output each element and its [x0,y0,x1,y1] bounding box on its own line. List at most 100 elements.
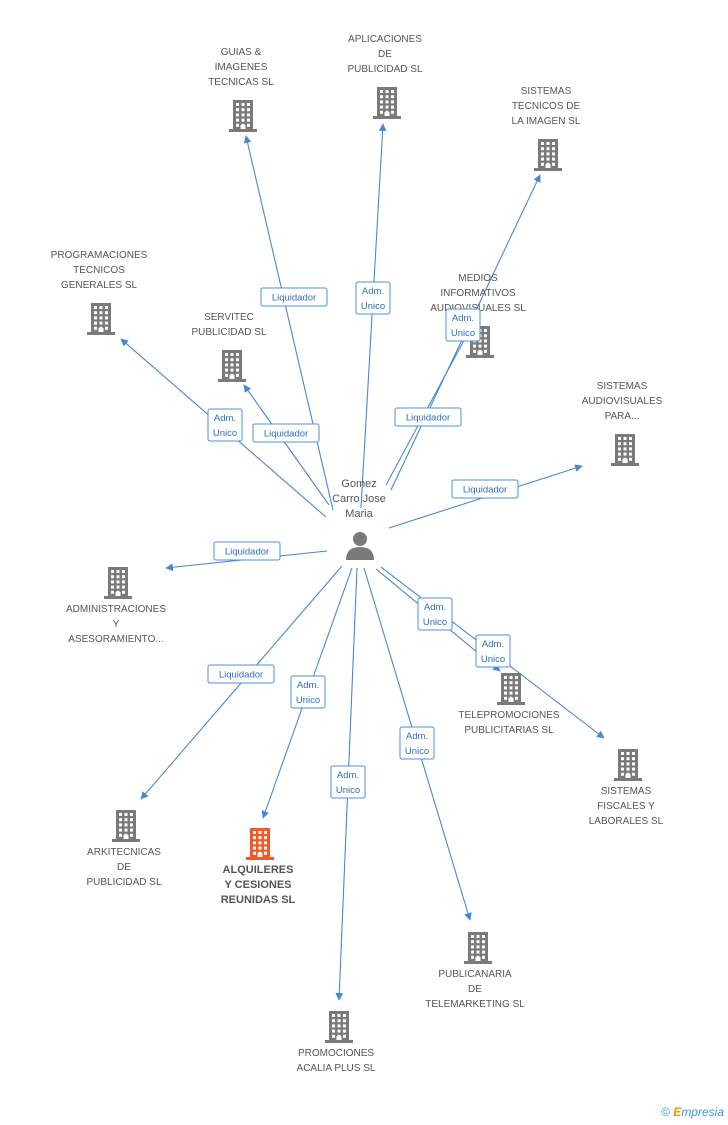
company-publicanaria-label-line[interactable]: DE [468,984,482,995]
relation-label-arkitecnicas: Liquidador [207,664,275,684]
relation-label-text: Adm. [337,770,359,781]
company-sistemas_audiovisuales-label-line[interactable]: SISTEMAS [597,381,648,392]
person-name-line[interactable]: Maria [345,508,373,520]
company-promociones-building-icon[interactable] [325,1011,353,1043]
relation-label-text: Unico [423,617,447,628]
company-sistemas_fiscales-label-line[interactable]: LABORALES SL [589,816,664,827]
company-publicanaria-label-line[interactable]: TELEMARKETING SL [425,999,525,1010]
company-sistemas_tecnicos-building-icon[interactable] [534,139,562,171]
relation-label-text: Adm. [297,680,319,691]
company-sistemas_fiscales-label-line[interactable]: FISCALES Y [597,801,655,812]
company-programaciones-label-line[interactable]: TECNICOS [73,265,125,276]
relation-label-promociones: Adm. Unico [330,765,366,799]
relation-label-alquileres: Adm. Unico [290,675,326,709]
company-arkitecnicas-building-icon[interactable] [112,810,140,842]
company-telepromociones-building-icon[interactable] [497,673,525,705]
relation-label-text: Liquidador [264,429,308,440]
relation-label-text: Adm. [362,286,384,297]
company-guias-label-line[interactable]: TECNICAS SL [208,77,274,88]
company-alquileres-label-line[interactable]: REUNIDAS SL [221,894,296,906]
company-publicanaria-label-line[interactable]: PUBLICANARIA [438,969,512,980]
company-sistemas_audiovisuales-building-icon[interactable] [611,434,639,466]
person-name-line[interactable]: Gomez [341,478,376,490]
person-name-line[interactable]: Carro Jose [332,493,386,505]
company-sistemas_tecnicos-label-line[interactable]: SISTEMAS [521,86,572,97]
company-aplicaciones-building-icon[interactable] [373,87,401,119]
relation-label-text: Liquidador [463,485,507,496]
company-arkitecnicas-label-line[interactable]: PUBLICIDAD SL [86,877,161,888]
relation-label-text: Adm. [452,313,474,324]
relation-label-text: Liquidador [225,547,269,558]
copyright-symbol: © [661,1105,670,1119]
company-administraciones-label-line[interactable]: ASESORAMIENTO... [68,634,163,645]
relation-label-text: Unico [336,785,360,796]
company-arkitecnicas-label-line[interactable]: DE [117,862,131,873]
relation-label-text: Liquidador [406,413,450,424]
relation-label-text: Unico [481,654,505,665]
company-alquileres-building-icon[interactable] [246,828,274,860]
relation-label-servitec: Liquidador [252,423,320,443]
company-alquileres-label-line[interactable]: Y CESIONES [224,879,291,891]
company-medios-label-line[interactable]: MEDIOS [458,273,498,284]
company-guias-label-line[interactable]: GUIAS & [221,47,262,58]
company-medios-label-line[interactable]: AUDIOVISUALES SL [430,303,526,314]
relation-label-telepromociones: Adm. Unico [417,597,453,631]
company-administraciones-building-icon[interactable] [104,567,132,599]
relation-label-text: Unico [296,695,320,706]
company-programaciones-building-icon[interactable] [87,303,115,335]
relation-label-text: Adm. [424,602,446,613]
person-icon[interactable] [346,532,374,560]
relation-label-text: Unico [405,746,429,757]
relation-label-publicanaria: Adm.Unico [399,726,435,760]
company-promociones-label-line[interactable]: ACALIA PLUS SL [297,1063,376,1074]
relation-label-text: Liquidador [272,293,316,304]
company-alquileres-label-line[interactable]: ALQUILERES [223,864,294,876]
relation-label-sistemas_audiovisuales: Liquidador [451,479,519,499]
footer-brand: © Empresia [661,1105,724,1119]
relation-label-text: Unico [361,301,385,312]
company-medios-label-line[interactable]: INFORMATIVOS [440,288,516,299]
company-guias-label-line[interactable]: IMAGENES [215,62,268,73]
company-servitec-building-icon[interactable] [218,350,246,382]
company-servitec-label-line[interactable]: SERVITEC [204,312,254,323]
company-sistemas_tecnicos-label-line[interactable]: LA IMAGEN SL [512,116,581,127]
relation-label-medios: Liquidador [394,407,462,427]
relation-label-text: Liquidador [219,670,263,681]
relation-label-sistemas_fiscales: Adm.Unico [475,634,511,668]
company-administraciones-label-line[interactable]: ADMINISTRACIONES [66,604,166,615]
company-sistemas_tecnicos-label-line[interactable]: TECNICOS DE [512,101,581,112]
company-sistemas_audiovisuales-label-line[interactable]: AUDIOVISUALES [582,396,663,407]
relation-label-aplicaciones: Adm. Unico [355,281,391,315]
company-sistemas_fiscales-building-icon[interactable] [614,749,642,781]
company-aplicaciones-label-line[interactable]: APLICACIONES [348,34,422,45]
company-arkitecnicas-label-line[interactable]: ARKITECNICAS [87,847,161,858]
relation-label-programaciones: Adm. Unico [207,408,243,442]
edge-guias [243,135,334,511]
relation-label-text: Unico [451,328,475,339]
nodes-layer: GUIAS & IMAGENES TECNICAS SL APLICACIONES DE… [51,34,664,1074]
company-aplicaciones-label-line[interactable]: DE [378,49,392,60]
company-programaciones-label-line[interactable]: GENERALES SL [61,280,138,291]
company-guias-building-icon[interactable] [229,100,257,132]
company-promociones-label-line[interactable]: PROMOCIONES [298,1048,374,1059]
company-servitec-label-line[interactable]: PUBLICIDAD SL [191,327,266,338]
relation-label-guias: Liquidador [260,287,328,307]
company-telepromociones-label-line[interactable]: TELEPROMOCIONES [458,710,559,721]
company-administraciones-label-line[interactable]: Y [113,619,120,630]
relation-label-text: Unico [213,428,237,439]
relation-label-sistemas_tecnicos: Adm. Unico [445,308,481,342]
brand-name: mpresia [681,1105,724,1119]
edges-layer [120,123,605,1001]
company-publicanaria-building-icon[interactable] [464,932,492,964]
company-telepromociones-label-line[interactable]: PUBLICITARIAS SL [464,725,554,736]
company-sistemas_fiscales-label-line[interactable]: SISTEMAS [601,786,652,797]
company-aplicaciones-label-line[interactable]: PUBLICIDAD SL [347,64,422,75]
brand-initial: E [673,1105,682,1119]
company-sistemas_audiovisuales-label-line[interactable]: PARA... [605,411,640,422]
relation-label-text: Adm. [214,413,236,424]
company-programaciones-label-line[interactable]: PROGRAMACIONES [51,250,148,261]
edge-servitec [243,384,330,506]
